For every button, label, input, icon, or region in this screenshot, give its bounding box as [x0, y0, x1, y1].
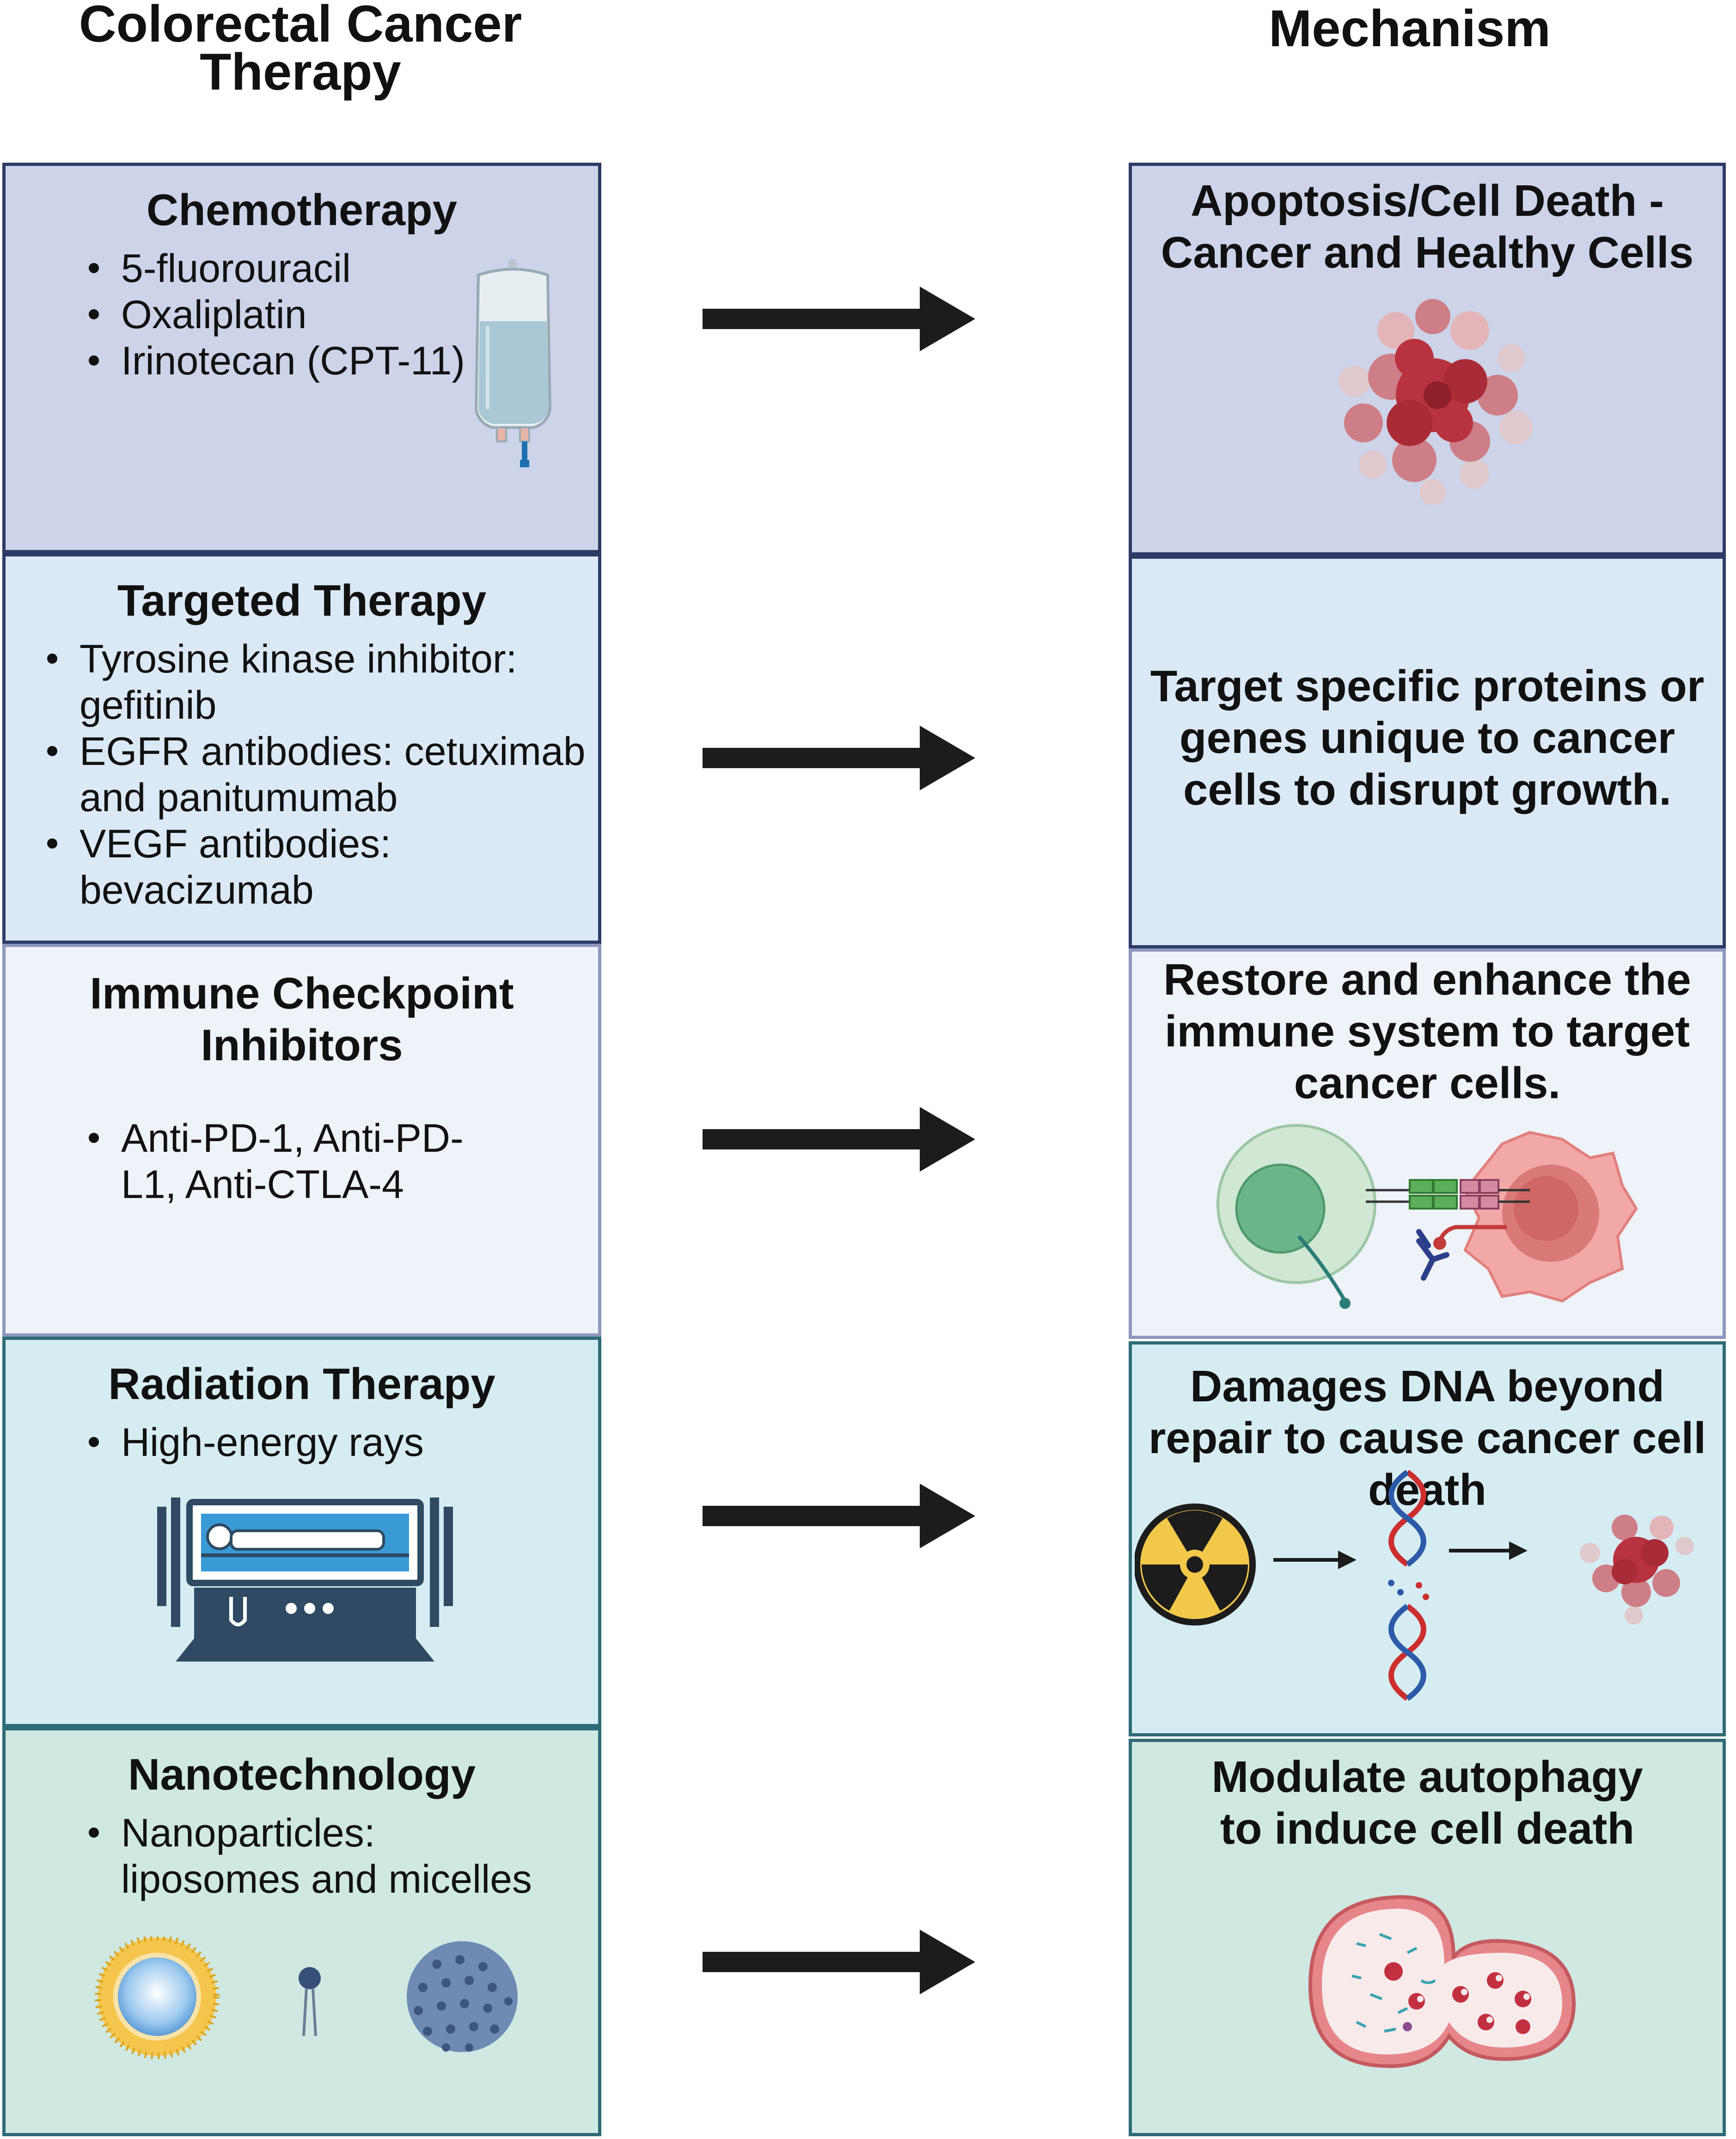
list-item: VEGF antibodies: bevacizumab [38, 821, 598, 913]
list-item: 5-fluorouracil [79, 245, 598, 292]
mechanism-box-autophagy: Modulate autophagy to induce cell death [1129, 1739, 1726, 2136]
list-item: Irinotecan (CPT-11) [79, 338, 598, 384]
list-item: Tyrosine kinase inhibitor: gefitinib [38, 636, 598, 728]
left-column-header: Colorectal Cancer Therapy [79, 0, 522, 101]
list-item: High-energy rays [79, 1419, 598, 1466]
autophagy-cell-icon [1308, 1895, 1576, 2068]
therapy-box-immune-checkpoint: Immune Checkpoint Inhibitors Anti-PD-1, … [2, 944, 601, 1337]
therapy-list: Nanoparticles: liposomes and micelles [79, 1810, 598, 1902]
radiation-dna-damage-icon [1135, 1470, 1694, 1701]
therapy-title: Nanotechnology [128, 1750, 476, 1799]
iv-bag-icon [474, 259, 552, 467]
flow-arrow [703, 287, 975, 351]
right-column-header: Mechanism [1269, 0, 1551, 57]
therapy-list: High-energy rays [79, 1419, 598, 1466]
list-item: EGFR antibodies: cetuximab and panitumum… [38, 728, 598, 821]
therapy-list: 5-fluorouracil Oxaliplatin Irinotecan (C… [79, 245, 598, 384]
mechanism-text: Apoptosis/Cell Death - Cancer and Health… [1161, 176, 1694, 277]
therapy-list: Tyrosine kinase inhibitor: gefitinib EGF… [38, 636, 598, 913]
flow-arrow [703, 1930, 975, 1994]
therapy-title: Immune Checkpoint Inhibitors [90, 969, 514, 1070]
mechanism-text: Damages DNA beyond repair to cause cance… [1149, 1362, 1706, 1515]
list-item: Anti-PD-1, Anti-PD-L1, Anti-CTLA-4 [79, 1115, 519, 1208]
t-cell-cancer-cell-icon [1216, 1124, 1638, 1309]
flow-arrow [703, 1484, 975, 1548]
radiotherapy-machine-icon [157, 1497, 453, 1662]
flow-arrow [703, 726, 975, 790]
therapy-title: Radiation Therapy [108, 1359, 495, 1409]
therapy-title: Chemotherapy [146, 185, 458, 235]
therapy-box-targeted: Targeted Therapy Tyrosine kinase inhibit… [2, 553, 601, 944]
nanoparticles-icon [95, 1937, 518, 2059]
mechanism-text: Target specific proteins or genes unique… [1150, 661, 1705, 814]
therapy-list: Anti-PD-1, Anti-PD-L1, Anti-CTLA-4 [79, 1115, 598, 1208]
list-item: Oxaliplatin [79, 292, 598, 338]
flow-arrow [703, 1107, 975, 1172]
mechanism-box-apoptosis: Apoptosis/Cell Death - Cancer and Health… [1129, 163, 1726, 556]
therapy-title: Targeted Therapy [117, 576, 487, 625]
list-item: Nanoparticles: liposomes and micelles [79, 1810, 537, 1902]
mechanism-text: Modulate autophagy to induce cell death [1211, 1752, 1643, 1853]
therapy-box-nanotechnology: Nanotechnology Nanoparticles: liposomes … [2, 1727, 601, 2136]
apoptotic-cell-icon [1339, 299, 1533, 505]
mechanism-text: Restore and enhance the immune system to… [1163, 955, 1691, 1108]
mechanism-box-targeted: Target specific proteins or genes unique… [1129, 556, 1726, 948]
